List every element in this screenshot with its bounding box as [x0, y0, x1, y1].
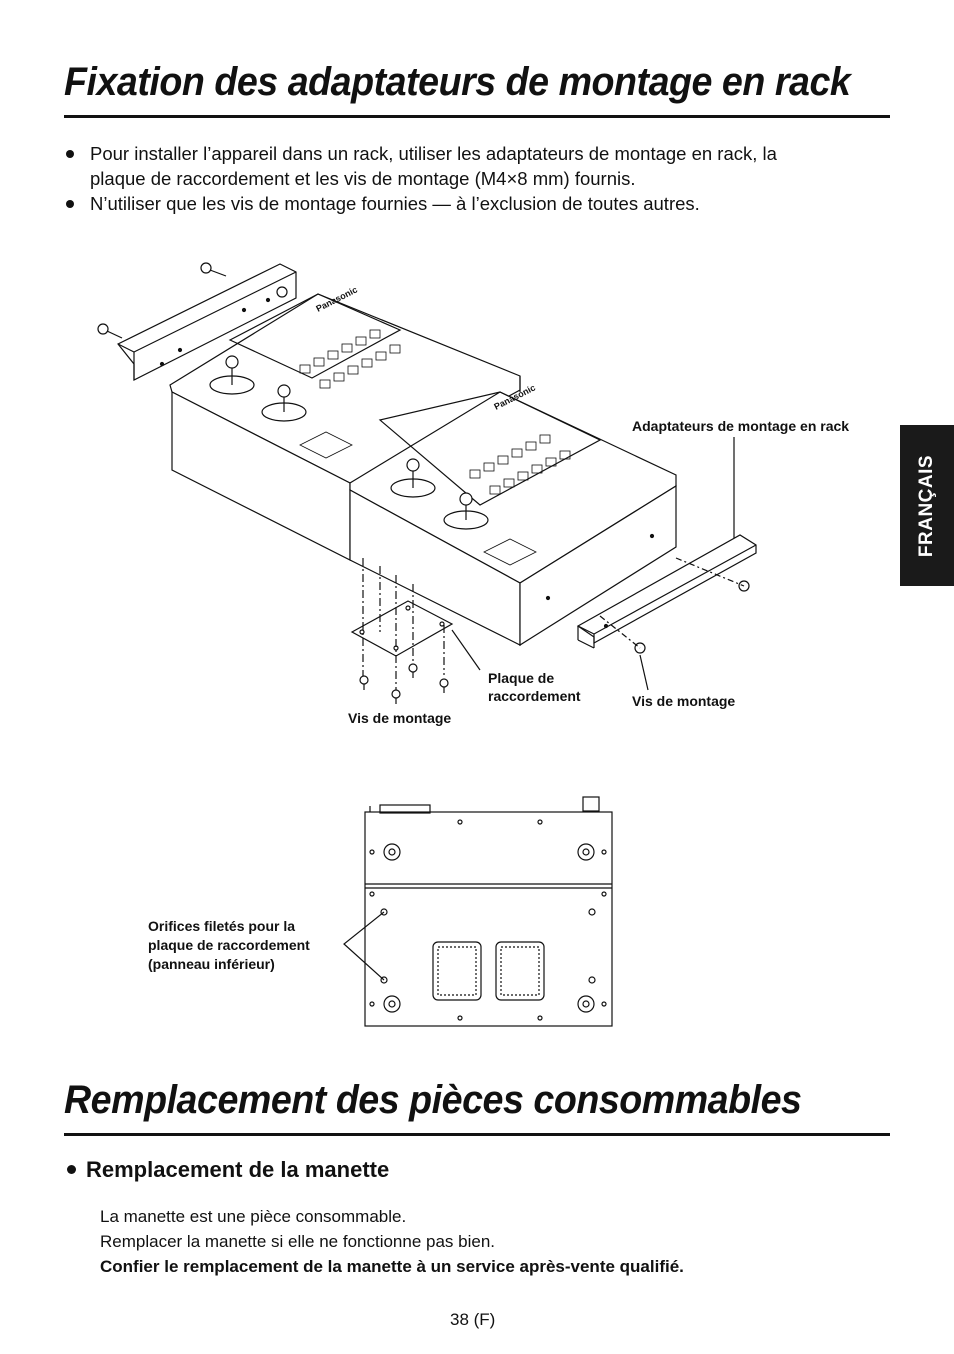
joystick-icon [261, 384, 307, 422]
page-number: 38 (F) [450, 1310, 496, 1329]
section-title-rack-mount: Fixation des adaptateurs de montage en r… [64, 60, 851, 104]
screw-hole-icon [383, 843, 401, 861]
subheading-text: Remplacement de la manette [86, 1157, 390, 1182]
bullet-text-1a: Pour installer l’appareil dans un rack, … [90, 143, 777, 164]
body-line-1: La manette est une pièce consommable. [100, 1207, 407, 1226]
title-underline [64, 1133, 890, 1136]
joystick-icon [443, 492, 489, 530]
language-tab: FRANÇAIS [900, 425, 954, 586]
label-screws-right: Vis de montage [632, 693, 736, 709]
label-screws-left: Vis de montage [348, 710, 452, 726]
label-joining-plate-2: raccordement [488, 688, 581, 704]
screw-icon [391, 689, 401, 704]
title-underline [64, 115, 890, 118]
label-threaded-holes-2: plaque de raccordement [148, 937, 310, 953]
controller-units [169, 293, 677, 647]
bullet-text-1b: plaque de raccordement et les vis de mon… [90, 168, 636, 189]
screw-icon [439, 678, 449, 693]
bullet-icon [67, 1164, 76, 1174]
rack-adapter-right [545, 533, 757, 649]
instruction-list: Pour installer l’appareil dans un rack, … [64, 141, 884, 216]
list-item: N’utiliser que les vis de montage fourni… [64, 191, 884, 216]
screw-icon [97, 323, 123, 339]
body-line-2: Remplacer la manette si elle ne fonction… [100, 1232, 496, 1251]
joystick-icon [209, 355, 255, 395]
screw-icon [200, 262, 227, 277]
subheading: Remplacement de la manette [64, 1157, 389, 1183]
label-threaded-holes-3: (panneau inférieur) [148, 956, 275, 972]
bottom-panel-figure [343, 796, 613, 1027]
screw-hole-icon [577, 843, 595, 861]
label-threaded-holes-1: Orifices filetés pour la [148, 918, 296, 934]
bullet-text-2: N’utiliser que les vis de montage fourni… [90, 193, 700, 214]
label-joining-plate-1: Plaque de [488, 670, 555, 686]
section-title-consumables: Remplacement des pièces consommables [64, 1078, 802, 1122]
body-line-3: Confier le remplacement de la manette à … [100, 1257, 684, 1276]
label-rack-adapters: Adaptateurs de montage en rack [632, 418, 850, 434]
screw-icon [359, 675, 369, 690]
list-item: Pour installer l’appareil dans un rack, … [64, 141, 884, 191]
screw-hole-icon [383, 995, 401, 1013]
joining-plate [350, 600, 454, 657]
body-paragraph: La manette est une pièce consommable. Re… [100, 1204, 684, 1279]
joystick-icon [390, 458, 436, 498]
rack-adapter-left [117, 263, 297, 381]
screw-hole-icon [577, 995, 595, 1013]
screw-icon [408, 663, 418, 678]
rack-mount-figure: Panasonic Panasonic [97, 262, 757, 704]
